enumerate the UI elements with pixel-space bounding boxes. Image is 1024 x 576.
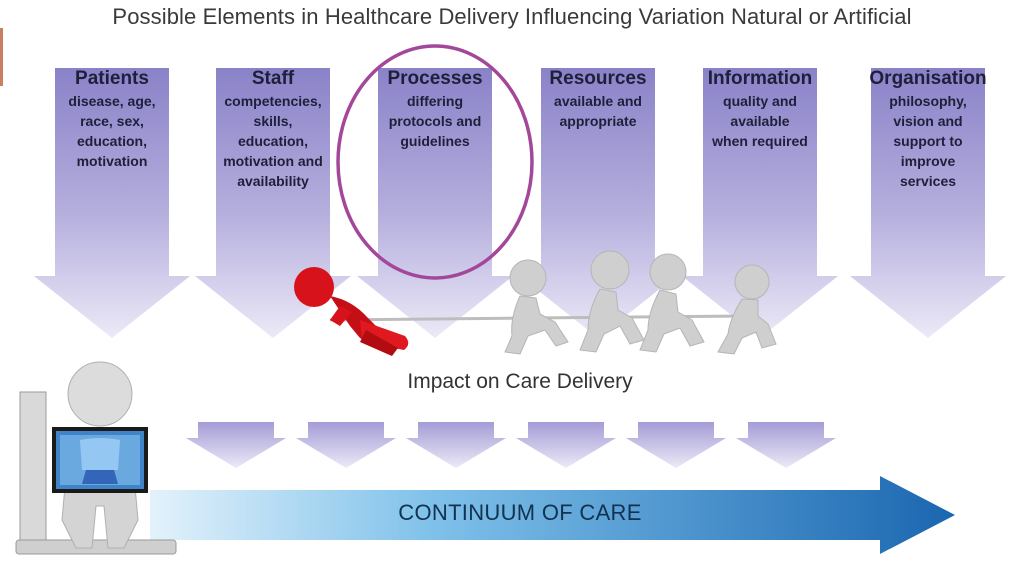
column-description-line: protocols and: [388, 113, 482, 129]
column-description-line: motivation: [76, 153, 148, 169]
column-information: Information quality and available when requ…: [695, 68, 825, 151]
processes-highlight-ellipse: [336, 44, 534, 280]
column-heading: Patients: [75, 68, 149, 89]
column-description-line: skills,: [253, 113, 293, 129]
column-description-line: quality and: [723, 93, 797, 109]
element-arrow-processes: [357, 68, 513, 338]
page-title: Possible Elements in Healthcare Delivery…: [112, 4, 912, 29]
column-patients: Patients disease, age, race, sex, education…: [47, 68, 177, 171]
column-organisation: Organisation philosophy, vision and support…: [863, 68, 993, 191]
grey-figures-icon: [504, 250, 777, 355]
impact-arrow: [296, 422, 396, 468]
continuum-label: CONTINUUM OF CARE: [398, 500, 642, 525]
column-processes: Processes differing protocols and guideline…: [370, 68, 500, 151]
column-description-line: services: [899, 173, 957, 189]
column-description-line: appropriate: [559, 113, 637, 129]
column-heading: Resources: [549, 68, 647, 89]
column-resources: Resources available and appropriate: [533, 68, 663, 131]
column-description-line: vision and: [893, 113, 963, 129]
column-description-line: availability: [237, 173, 309, 189]
column-heading: Information: [707, 68, 813, 89]
column-description-line: disease, age,: [68, 93, 156, 109]
column-description-line: education,: [237, 133, 308, 149]
xray-figure-icon: [15, 361, 177, 555]
element-arrow-resources: [520, 68, 676, 338]
impact-arrow: [736, 422, 836, 468]
element-arrow-information: [682, 68, 838, 338]
column-description-line: improve: [900, 153, 956, 169]
impact-arrow: [626, 422, 726, 468]
red-figure-icon: [294, 267, 409, 356]
column-description-line: education,: [76, 133, 147, 149]
impact-arrow: [186, 422, 286, 468]
column-description-line: guidelines: [400, 133, 470, 149]
element-arrow-organisation: [850, 68, 1006, 338]
impact-arrow: [406, 422, 506, 468]
column-description-line: competencies,: [224, 93, 322, 109]
column-description-line: philosophy,: [889, 93, 967, 109]
column-description-line: differing: [407, 93, 463, 109]
column-description-line: race, sex,: [80, 113, 144, 129]
column-description-line: available and: [554, 93, 642, 109]
left-accent-bar: [0, 28, 3, 86]
column-heading: Staff: [251, 68, 295, 89]
impact-label: Impact on Care Delivery: [407, 370, 633, 393]
column-description-line: when required: [712, 133, 808, 149]
impact-arrow: [516, 422, 616, 468]
column-description-line: support to: [893, 133, 963, 149]
column-description-line: motivation and: [223, 153, 323, 169]
column-heading: Processes: [387, 68, 483, 89]
column-description-line: available: [730, 113, 790, 129]
element-arrow-patients: [34, 68, 190, 338]
column-heading: Organisation: [869, 68, 987, 89]
column-staff: Staff competencies, skills, education, motiv…: [208, 68, 338, 191]
